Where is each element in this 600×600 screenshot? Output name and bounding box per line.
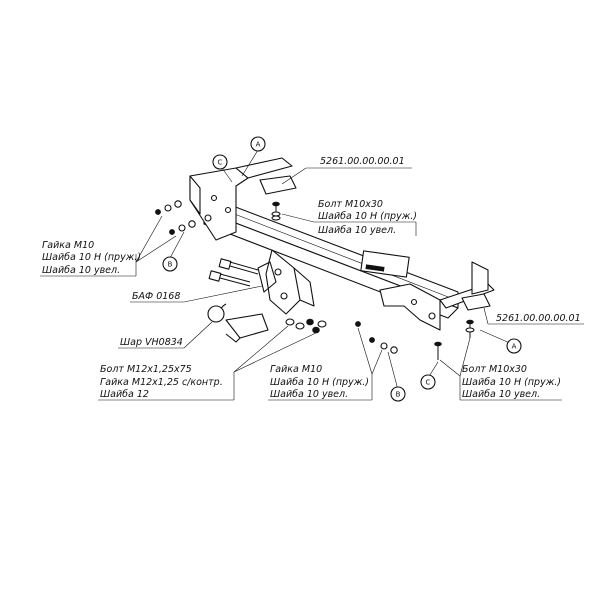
label-part-number-right: 5261.00.00.00.01	[496, 313, 581, 324]
tow-ball	[207, 303, 269, 343]
circle-marker-b-mid: B	[390, 386, 406, 402]
right-mounting-bracket	[379, 261, 495, 331]
label-nut-left: Гайка М10	[42, 240, 94, 251]
mid-m10-nut-set	[355, 321, 398, 354]
m12-nuts-washers	[285, 318, 327, 334]
m12-bolts	[208, 258, 259, 287]
label-bolt-top: Болт М10х30	[318, 199, 383, 210]
label-nut-m12: Гайка М12х1,25 с/контр.	[100, 377, 223, 388]
label-washer-spring-left: Шайба 10 Н (пруж.)	[42, 252, 141, 263]
label-bolt-m12: Болт М12х1,25х75	[100, 364, 192, 375]
circle-marker-label: C	[218, 159, 223, 167]
label-nut-mid: Гайка М10	[270, 364, 322, 375]
circle-marker-b-left: B	[162, 256, 178, 272]
circle-marker-a-top: A	[250, 136, 266, 152]
right-top-plate	[461, 293, 491, 311]
top-m10-bolts	[271, 201, 281, 221]
warning-sticker	[360, 250, 410, 278]
label-washer-spring-mid: Шайба 10 Н (пруж.)	[270, 377, 369, 388]
circle-marker-label: A	[256, 141, 261, 149]
label-bolt-right: Болт М10х30	[462, 364, 527, 375]
label-washer-wide-right: Шайба 10 увел.	[462, 389, 540, 400]
circle-marker-label: B	[168, 261, 173, 269]
left-top-plate	[259, 175, 297, 195]
label-washer-wide-top: Шайба 10 увел.	[318, 225, 396, 236]
label-washer-12: Шайба 12	[100, 389, 149, 400]
leader-lines	[40, 149, 584, 401]
circle-marker-c-bottom: C	[420, 374, 436, 390]
circle-marker-label: A	[512, 343, 517, 351]
label-washer-wide-left: Шайба 10 увел.	[42, 265, 120, 276]
circle-marker-a-right: A	[506, 338, 522, 354]
label-washer-spring-right: Шайба 10 Н (пруж.)	[462, 377, 561, 388]
label-part-number-top: 5261.00.00.00.01	[320, 156, 405, 167]
left-mounting-bracket	[189, 157, 293, 241]
circle-marker-label: C	[426, 379, 431, 387]
circle-marker-c-top: C	[212, 154, 228, 170]
label-washer-wide-mid: Шайба 10 увел.	[270, 389, 348, 400]
right-m10-bolts	[434, 319, 475, 360]
label-tow-ball: Шар VH0834	[120, 337, 183, 348]
baf-mount-plate	[257, 249, 315, 315]
label-baf: БАФ 0168	[132, 291, 180, 302]
circle-marker-label: B	[396, 391, 401, 399]
left-m10-nut-set	[155, 200, 196, 235]
label-washer-spring-top: Шайба 10 Н (пруж.)	[318, 211, 417, 222]
